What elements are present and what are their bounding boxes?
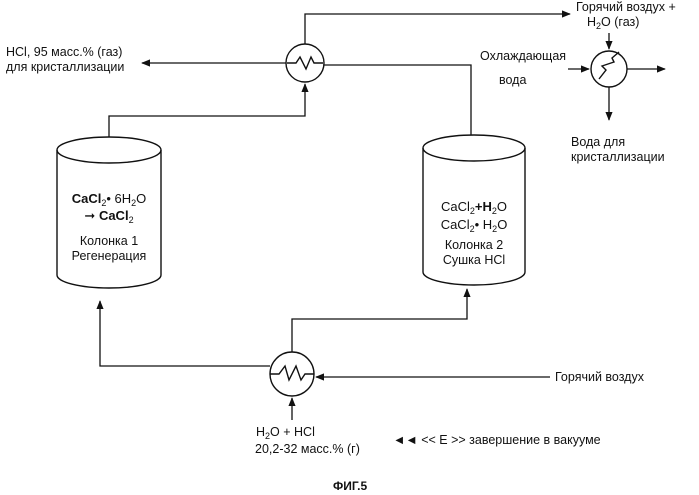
hot-air-water-out-line [305, 14, 570, 44]
water-cryst-label-2: кристаллизации [571, 150, 665, 165]
vacuum-note: ◄◄ << E >> завершение в вакууме [393, 433, 601, 448]
condenser [591, 51, 627, 87]
column1-name: Колонка 1 [57, 234, 161, 249]
bottom-heat-exchanger [270, 352, 314, 396]
hcl-out-label-2: для кристаллизации [6, 60, 124, 75]
column1-role: Регенерация [57, 249, 161, 264]
column1-to-exchanger-line [109, 84, 305, 137]
hot-air-water-label-1: Горячий воздух + [576, 0, 676, 15]
exchanger-to-column2-line [292, 289, 467, 352]
figure-caption: ФИГ.5 [333, 479, 367, 494]
cooling-water-label-2: вода [499, 73, 526, 88]
column2-to-exchanger-line [324, 65, 471, 135]
hot-air-water-label-2: H2O (газ) [587, 15, 639, 34]
column1-formula-2: ➞ CaCl2 [57, 207, 161, 229]
water-cryst-label-1: Вода для [571, 135, 625, 150]
cooling-water-label-1: Охлаждающая [480, 49, 566, 64]
hot-air-label: Горячий воздух [555, 370, 644, 385]
column2-formula-2: CaCl2• H2O [423, 216, 525, 238]
column2-role: Сушка HCl [423, 253, 525, 268]
hcl-out-label-1: HCl, 95 масс.% (газ) [6, 45, 122, 60]
top-heat-exchanger [286, 44, 324, 82]
column2-name: Колонка 2 [423, 238, 525, 253]
feed-label-2: 20,2-32 масс.% (г) [255, 442, 360, 457]
exchanger-to-column1-line [100, 301, 270, 366]
